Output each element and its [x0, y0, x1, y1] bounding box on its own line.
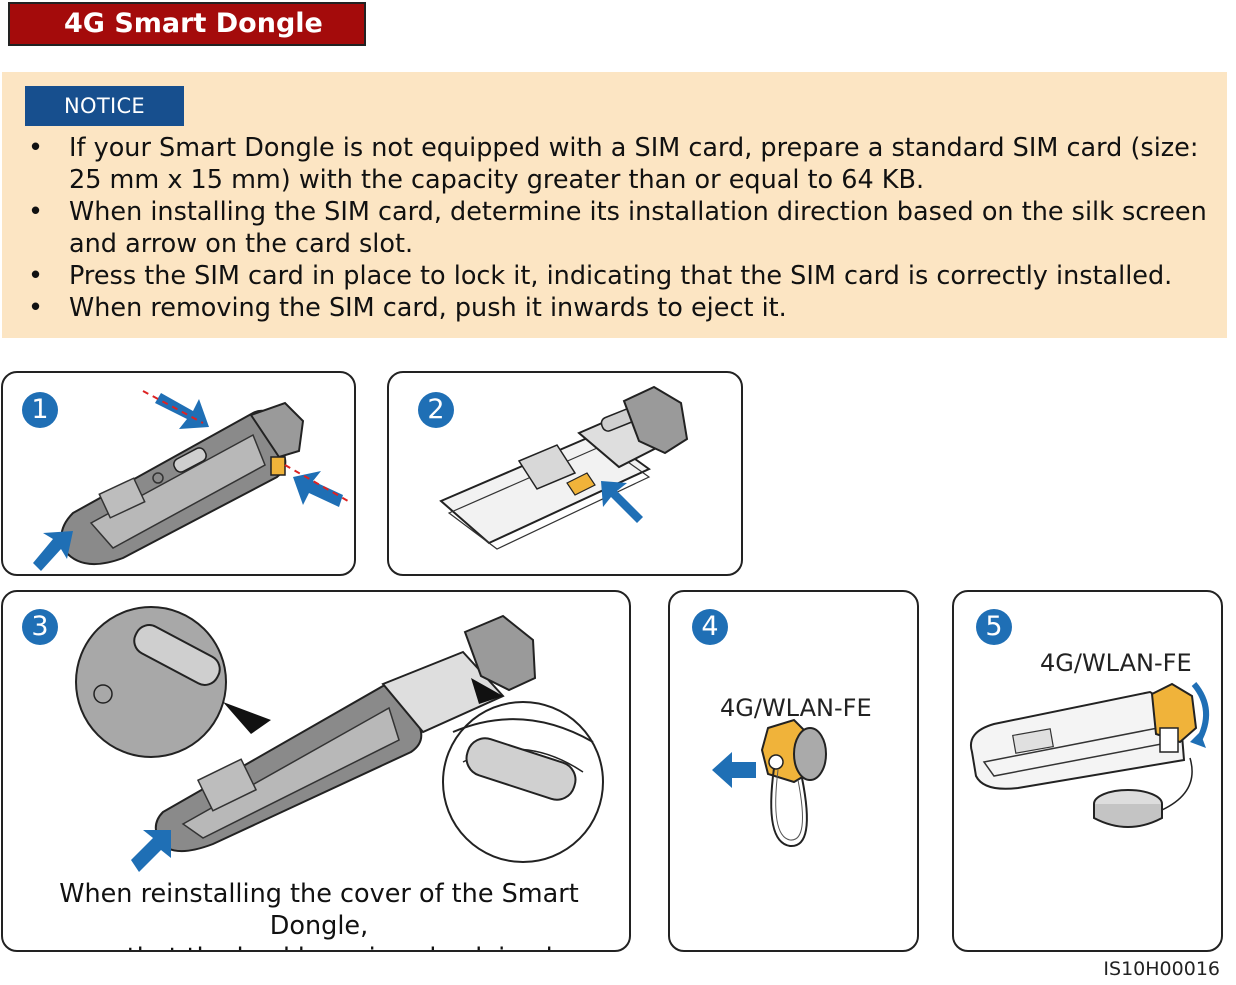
- step-3-badge: 3: [22, 609, 58, 645]
- step-2-badge: 2: [418, 392, 454, 428]
- figure-code: IS10H00016: [1103, 958, 1220, 980]
- step-4-badge: 4: [692, 609, 728, 645]
- notice-item: •When removing the SIM card, push it inw…: [28, 293, 787, 323]
- step-4-panel: 4 4G/WLAN-FE: [668, 590, 919, 952]
- step-2-illustration: [439, 385, 689, 550]
- step-5-port-label: 4G/WLAN-FE: [1040, 649, 1192, 677]
- notice-panel: NOTICE •If your Smart Dongle is not equi…: [2, 72, 1227, 338]
- step-1-badge: 1: [22, 392, 58, 428]
- step-3-caption-line-2: ensure that the buckle springs back in p…: [9, 942, 629, 950]
- notice-badge: NOTICE: [25, 86, 184, 126]
- notice-item: •Press the SIM card in place to lock it,…: [28, 261, 1173, 291]
- dongle-body-illustration: [60, 401, 305, 566]
- step-4-illustration: [712, 718, 827, 848]
- step-1-illustration: [33, 390, 349, 571]
- notice-item: •If your Smart Dongle is not equipped wi…: [28, 133, 1199, 195]
- notice-list: •If your Smart Dongle is not equipped wi…: [28, 132, 1208, 324]
- step-5-badge: 5: [976, 609, 1012, 645]
- step-4-port-label: 4G/WLAN-FE: [720, 694, 872, 722]
- step-5-illustration: [970, 682, 1210, 828]
- notice-item: •When installing the SIM card, determine…: [28, 197, 1207, 259]
- section-title: 4G Smart Dongle: [8, 2, 366, 46]
- step-5-panel: 5 4G/WLAN-FE: [952, 590, 1223, 952]
- step-2-panel: 2: [387, 371, 743, 576]
- step-3-panel: 3 When reinstalling the cover of the Sma…: [1, 590, 631, 952]
- step-3-caption: When reinstalling the cover of the Smart…: [9, 878, 629, 950]
- step-3-caption-line-1: When reinstalling the cover of the Smart…: [59, 879, 579, 941]
- step-3-illustration: [75, 606, 604, 872]
- step-1-panel: 1: [1, 371, 356, 576]
